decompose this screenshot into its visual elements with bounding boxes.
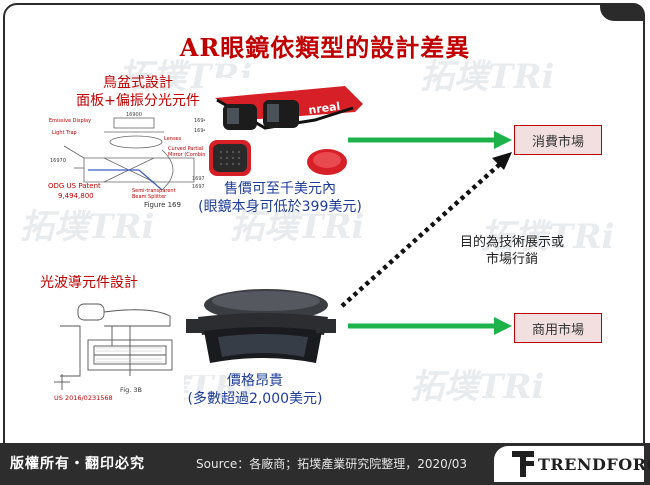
svg-text:16900: 16900 [126, 112, 142, 118]
waveguide-heading: 光波導元件設計 [40, 275, 138, 291]
birdbath-heading-line1: 鳥盆式設計 [103, 75, 173, 91]
purpose-note-line2: 市場行銷 [485, 252, 538, 267]
frame-tab [600, 3, 645, 21]
consumer-price-line2: (眼鏡本身可低於399美元) [198, 199, 362, 215]
commercial-market-box: 商用市場 [514, 313, 602, 343]
dotted-arrow-diagonal-icon [340, 152, 512, 308]
waveguide-patent-label: US 2016/0231568 [54, 394, 113, 402]
svg-text:16948: 16948 [194, 128, 210, 134]
waveguide-figure-label: Fig. 3B [120, 386, 142, 394]
copyright-text: 版權所有・翻印必究 [10, 456, 145, 472]
commercial-price-line2: (多數超過2,000美元) [187, 391, 323, 407]
purpose-note-line1: 目的為技術展示或 [459, 235, 564, 250]
birdbath-patent-diagram: Emissive Display Light Trap Lenses Curve… [44, 110, 224, 210]
birdbath-patent-label-line2: 9,494,800 [58, 192, 94, 200]
birdbath-patent-label-line1: ODG US Patent [48, 182, 101, 190]
source-text: Source：各廠商；拓墣產業研究院整理，2020/03 [196, 457, 468, 471]
watermark: 拓墣TRi [410, 367, 545, 407]
consumer-market-box: 消費市場 [514, 125, 602, 155]
birdbath-figure-label: Figure 169 [144, 201, 181, 209]
consumer-price-caption: 售價可至千美元內 (眼鏡本身可低於399美元) [180, 180, 380, 216]
svg-text:16970: 16970 [50, 158, 66, 164]
svg-text:16973: 16973 [192, 176, 208, 182]
consumer-price-line1: 售價可至千美元內 [224, 181, 336, 197]
svg-text:Curved Partial: Curved Partial [168, 146, 203, 152]
commercial-price-line1: 價格昂貴 [227, 373, 283, 389]
svg-text:Light Trap: Light Trap [52, 130, 77, 136]
svg-text:Semi-transparent: Semi-transparent [132, 188, 176, 194]
birdbath-heading-line2: 面板+偏振分光元件 [76, 93, 200, 109]
watermark: 拓墣TRi [230, 207, 365, 247]
svg-text:Beam Splitter: Beam Splitter [132, 194, 167, 200]
commercial-price-caption: 價格昂貴 (多數超過2,000美元) [180, 372, 330, 408]
svg-text:16972: 16972 [192, 184, 208, 190]
birdbath-heading: 鳥盆式設計 面板+偏振分光元件 [58, 74, 218, 110]
trendforce-logo-text: TRENDFORCE [538, 455, 650, 474]
commercial-ar-headset-image [178, 283, 344, 375]
svg-text:nreal: nreal [308, 100, 341, 117]
svg-text:Lenses: Lenses [164, 136, 182, 142]
purpose-note: 目的為技術展示或 市場行銷 [442, 234, 582, 268]
consumer-ar-glasses-image: nreal [205, 78, 365, 188]
svg-text:16946: 16946 [194, 118, 210, 124]
trendforce-logo-icon [512, 451, 534, 477]
slide-title: AR眼鏡依類型的設計差異 [179, 33, 471, 62]
svg-text:Emissive Display: Emissive Display [49, 118, 91, 124]
green-arrow-right-icon [348, 131, 512, 149]
watermark: 拓墣TRi [480, 217, 615, 257]
svg-text:Mirror (Combiner): Mirror (Combiner) [168, 152, 213, 158]
watermark: 拓墣TRi [20, 207, 155, 247]
waveguide-patent-diagram: US 2016/0231568 Fig. 3B [50, 296, 184, 406]
green-arrow-right-icon [348, 317, 512, 335]
watermark: 拓墣TRi [420, 57, 555, 97]
